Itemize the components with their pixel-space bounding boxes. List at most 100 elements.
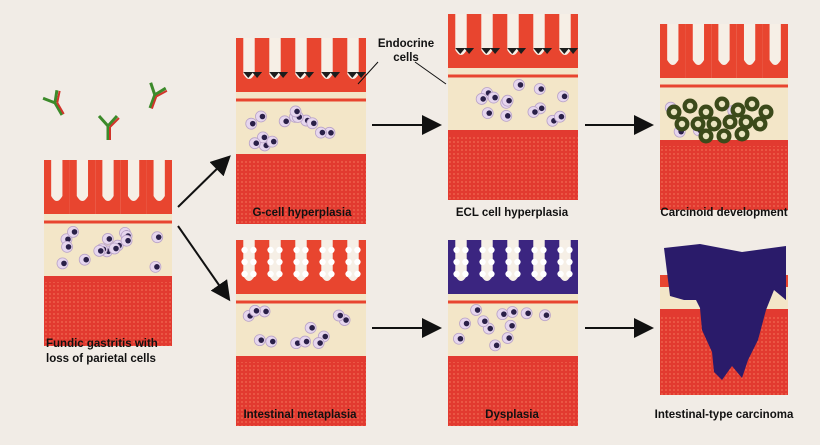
arrow-to-g-cell-hyperplasia <box>177 155 231 208</box>
mucosal-fold <box>120 160 147 214</box>
label-carcinoid-development: Carcinoid development <box>660 207 787 219</box>
muscularis-top-band <box>448 130 578 136</box>
goblet-cell <box>354 270 361 278</box>
endocrine-cell <box>542 48 553 54</box>
carcinoid-nodule-center <box>762 108 770 116</box>
endocrine-pointer-line <box>414 61 447 85</box>
label-fundic-gastritis-line2: loss of parietal cells <box>46 353 156 365</box>
crypt-lumen <box>53 160 60 194</box>
endocrine-pointer-line <box>357 61 379 85</box>
endocrine-cell <box>507 48 518 54</box>
cell-nucleus <box>155 234 162 240</box>
crypt-lumen <box>323 38 331 72</box>
endocrine-cell <box>252 72 263 78</box>
carcinoid-nodule-center <box>710 120 718 128</box>
mucosal-fold <box>95 160 121 214</box>
mucosal-fold <box>660 24 686 78</box>
carcinoid-nodule-center <box>756 120 764 128</box>
crypt-lumen <box>483 240 491 274</box>
cell-nucleus <box>154 264 160 270</box>
mucosal-fold <box>262 38 288 92</box>
mucosal-fold <box>146 160 172 214</box>
goblet-cell <box>241 270 248 278</box>
crypt-lumen <box>79 160 86 194</box>
endocrine-cell <box>481 48 492 54</box>
mucosal-fold <box>736 24 763 78</box>
cell-nucleus <box>106 236 113 242</box>
antibody-icon <box>42 89 65 116</box>
cell-nucleus <box>65 236 71 243</box>
goblet-cell <box>293 246 300 254</box>
cell-nucleus <box>480 96 486 102</box>
cell-nucleus <box>517 82 524 88</box>
label-intestinal-metaplasia: Intestinal metaplasia <box>243 409 357 421</box>
mucosal-fold <box>474 14 500 68</box>
cell-nucleus <box>83 256 90 263</box>
endocrine-cell <box>269 72 280 78</box>
cell-nucleus <box>283 118 289 125</box>
mucosal-fold <box>69 160 96 214</box>
mucosal-fold <box>314 38 340 92</box>
carcinoid-nodule-center <box>738 130 746 138</box>
goblet-cell <box>488 270 495 278</box>
goblet-cell <box>540 258 547 266</box>
endocrine-cell <box>516 48 527 54</box>
endocrine-cell <box>243 72 254 78</box>
cell-nucleus <box>504 113 511 119</box>
goblet-cell <box>319 246 326 254</box>
goblet-cell <box>462 246 469 254</box>
mucosal-fold <box>526 240 552 294</box>
label-endocrine-cells-line1: Endocrine <box>378 38 434 50</box>
cell-nucleus <box>253 140 260 146</box>
arrows-group <box>177 61 654 338</box>
goblet-cell <box>462 258 469 266</box>
cell-nucleus <box>463 320 470 327</box>
crypt-lumen <box>720 24 728 58</box>
goblet-cell <box>566 246 573 254</box>
goblet-cell <box>345 246 352 254</box>
cell-nucleus <box>493 342 500 349</box>
crypt-lumen <box>509 240 517 274</box>
cell-nucleus <box>337 312 344 319</box>
cell-nucleus <box>309 325 315 331</box>
carcinoid-nodule-center <box>720 132 728 140</box>
crypt-lumen <box>561 240 569 274</box>
endocrine-cell <box>490 48 501 54</box>
mucosal-fold <box>236 240 262 294</box>
carcinoid-nodule-center <box>686 102 694 110</box>
crypt-lumen <box>772 24 779 58</box>
label-intestinal-type-carcinoma: Intestinal-type carcinoma <box>655 409 794 421</box>
goblet-cell <box>354 246 361 254</box>
tissue-block-intestinal-metaplasia <box>236 240 366 426</box>
carcinoid-nodule-center <box>734 106 742 114</box>
cell-nucleus <box>97 248 104 254</box>
goblet-cell <box>488 258 495 266</box>
mucosal-fold <box>340 38 366 92</box>
crypt-lumen <box>130 160 137 194</box>
cell-nucleus <box>343 317 349 323</box>
tissue-block-g-cell-hyperplasia <box>236 38 367 224</box>
endocrine-cell <box>559 48 570 54</box>
endocrine-cell <box>347 72 358 78</box>
endocrine-cell <box>330 72 341 78</box>
cell-nucleus <box>253 307 260 314</box>
goblet-cell <box>540 246 547 254</box>
antibody-icon <box>97 114 120 140</box>
crypt-lumen <box>104 160 112 194</box>
crypt-lumen <box>297 240 305 274</box>
crypt-lumen <box>561 14 569 48</box>
cell-nucleus <box>486 110 493 116</box>
cell-nucleus <box>261 134 268 141</box>
endocrine-cell <box>295 72 306 78</box>
cell-nucleus <box>538 105 545 112</box>
cell-nucleus <box>501 311 507 317</box>
carcinoid-nodule-center <box>718 100 726 108</box>
goblet-cell <box>557 246 564 254</box>
endocrine-cell <box>455 48 466 54</box>
mucosal-fold <box>552 240 578 294</box>
label-g-cell-hyperplasia: G-cell hyperplasia <box>252 207 352 219</box>
muscularis-top-band <box>448 356 578 362</box>
goblet-cell <box>302 246 309 254</box>
mucosal-fold <box>288 38 314 92</box>
cell-nucleus <box>270 138 277 145</box>
